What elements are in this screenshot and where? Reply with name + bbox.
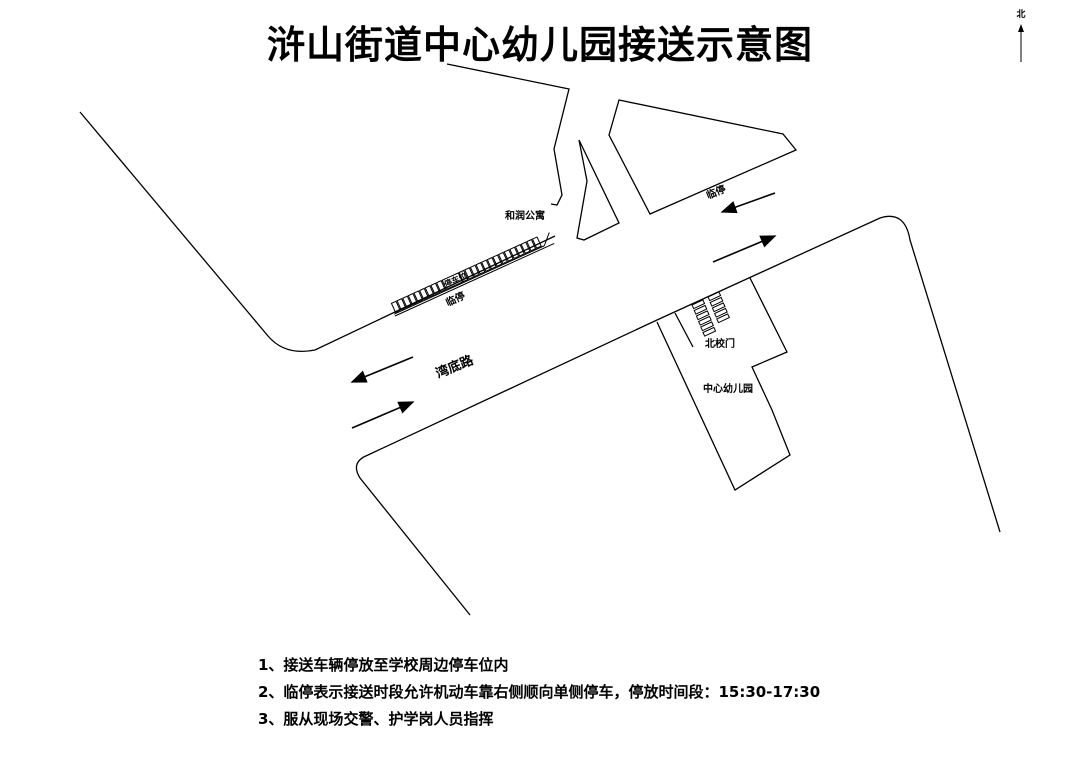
note-item: 3、服从现场交警、护学岗人员指挥 xyxy=(258,710,494,728)
road-name-label: 湾底路 xyxy=(434,352,477,382)
parking-stall xyxy=(509,246,520,260)
crosswalk-stripe xyxy=(702,326,717,337)
crosswalk-stripe xyxy=(691,299,706,310)
parking-stall xyxy=(424,285,435,298)
arrow-west-icon xyxy=(350,356,414,383)
crosswalk-stripe xyxy=(709,296,724,307)
arrow-east-icon xyxy=(351,401,415,429)
note-item: 2、临停表示接送时段允许机动车靠右侧顺向单侧停车，停放时间段：15:30-17:… xyxy=(258,683,821,701)
road-edge-northwest xyxy=(79,111,556,353)
parking-stall xyxy=(407,292,418,306)
parking-stall xyxy=(469,264,480,278)
parking-stall xyxy=(396,298,407,311)
parking-stall xyxy=(418,287,429,301)
apartment-label: 和润公寓 xyxy=(504,209,545,222)
road-edge-south xyxy=(355,215,1001,616)
map-title: 浒山街道中心幼儿园接送示意图 xyxy=(266,23,813,67)
arrow-east-icon xyxy=(712,235,777,263)
crosswalk xyxy=(691,291,731,337)
parking-stall xyxy=(486,256,497,270)
parking-stall xyxy=(464,267,475,280)
parking-stall xyxy=(520,241,531,254)
gate-wall xyxy=(674,312,694,348)
kindergarten-outline xyxy=(656,277,791,491)
northeast-block xyxy=(608,99,798,215)
parking-stall xyxy=(526,238,537,252)
parking-stall xyxy=(497,251,508,265)
crosswalk-stripe xyxy=(693,304,708,315)
parking-stall xyxy=(531,236,542,249)
kindergarten-label: 中心幼儿园 xyxy=(703,382,753,395)
crosswalk-stripe xyxy=(695,310,710,321)
parking-stall xyxy=(503,249,514,262)
parking-strip: 停车位 临停 xyxy=(390,232,555,317)
parking-stall xyxy=(458,269,469,283)
north-label: 北 xyxy=(1016,8,1025,20)
parking-stall xyxy=(390,300,401,314)
notes: 1、接送车辆停放至学校周边停车位内 2、临停表示接送时段允许机动车靠右侧顺向单侧… xyxy=(258,652,820,733)
crosswalk-stripe xyxy=(700,321,715,332)
apartment-block xyxy=(446,63,570,206)
note-item: 1、接送车辆停放至学校周边停车位内 xyxy=(258,656,509,674)
crosswalk-stripe xyxy=(707,291,722,302)
parking-stall xyxy=(475,262,486,275)
parking-stall xyxy=(413,290,424,303)
median-island xyxy=(576,139,620,241)
parking-stall xyxy=(514,244,525,257)
parking-stall xyxy=(430,282,441,296)
north-gate-label: 北校门 xyxy=(705,337,735,350)
crosswalk-stripe xyxy=(697,315,712,326)
arrow-west-icon xyxy=(720,192,776,214)
parking-stall xyxy=(492,254,503,267)
parking-stall xyxy=(481,259,492,272)
crosswalk-stripe xyxy=(711,302,726,313)
parking-stall xyxy=(435,280,446,293)
crosswalk-stripe xyxy=(716,313,731,324)
parking-stall xyxy=(402,295,413,308)
north-arrow-icon: 北 xyxy=(1016,8,1026,62)
crosswalk-stripe xyxy=(713,307,728,318)
parking-stall xyxy=(441,272,464,290)
